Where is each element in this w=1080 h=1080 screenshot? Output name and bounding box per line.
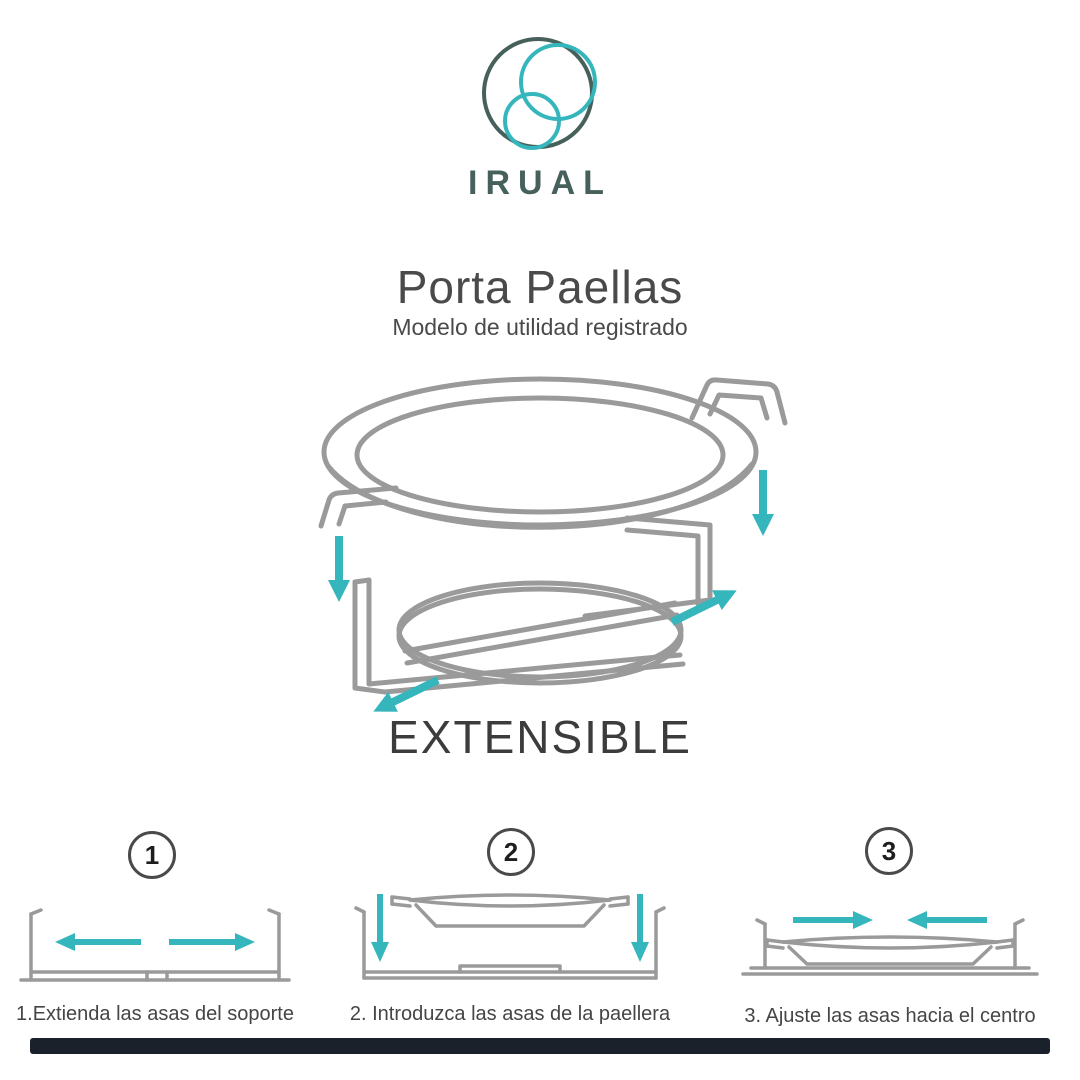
pan-seated-in-support-drawing xyxy=(741,918,1039,976)
step-2-badge: 2 xyxy=(487,828,535,876)
step-2-caption: 2. Introduzca las asas de la paellera xyxy=(349,1003,671,1025)
step-1-circle: 1 xyxy=(128,831,176,879)
brand-logo-circles-icon xyxy=(482,37,597,150)
step-3-diagram xyxy=(741,911,1039,976)
step-3-circle: 3 xyxy=(865,827,913,875)
support-extended-side-view-drawing xyxy=(19,908,291,982)
arrow-down-left-diagonal-icon xyxy=(373,676,440,712)
arrow-down-left-icon xyxy=(328,536,350,602)
extensible-support-drawing xyxy=(352,515,713,695)
extension-arrows xyxy=(328,470,774,712)
step-1-badge: 1 xyxy=(128,831,176,879)
pan-handle-right xyxy=(689,377,788,426)
step-3-caption: 3. Ajuste las asas hacia el centro xyxy=(744,1005,1036,1027)
step-3-badge: 3 xyxy=(865,827,913,875)
footer-divider-bar xyxy=(30,1038,1050,1054)
extend-right-arrow-icon xyxy=(169,933,255,951)
insert-right-down-arrow-icon xyxy=(631,894,649,962)
step-2-number: 2 xyxy=(503,836,519,867)
product-subtitle: Modelo de utilidad registrado xyxy=(392,314,688,340)
paella-pan-drawing xyxy=(318,376,788,530)
adjust-left-inward-arrow-icon xyxy=(793,911,873,929)
brand-name: IRUAL xyxy=(468,164,612,202)
extend-left-arrow-icon xyxy=(55,933,141,951)
step-3-number: 3 xyxy=(881,835,897,866)
pan-handle-left xyxy=(318,485,399,529)
arrow-up-right-diagonal-icon xyxy=(670,590,737,626)
step-2-diagram xyxy=(354,893,666,980)
step-2-circle: 2 xyxy=(487,828,535,876)
arrow-down-right-icon xyxy=(752,470,774,536)
adjust-right-inward-arrow-icon xyxy=(907,911,987,929)
main-product-illustration xyxy=(318,376,788,712)
step-1-caption: 1.Extienda las asas del soporte xyxy=(16,1003,294,1025)
logo-circle-teal-large xyxy=(519,43,597,121)
pan-into-support-drawing xyxy=(354,893,666,980)
insert-left-down-arrow-icon xyxy=(371,894,389,962)
logo-circle-teal-small xyxy=(503,92,561,150)
product-title: Porta Paellas xyxy=(396,261,684,313)
step-1-number: 1 xyxy=(144,839,160,870)
extensible-label: EXTENSIBLE xyxy=(388,711,692,763)
step-1-diagram xyxy=(19,908,291,982)
